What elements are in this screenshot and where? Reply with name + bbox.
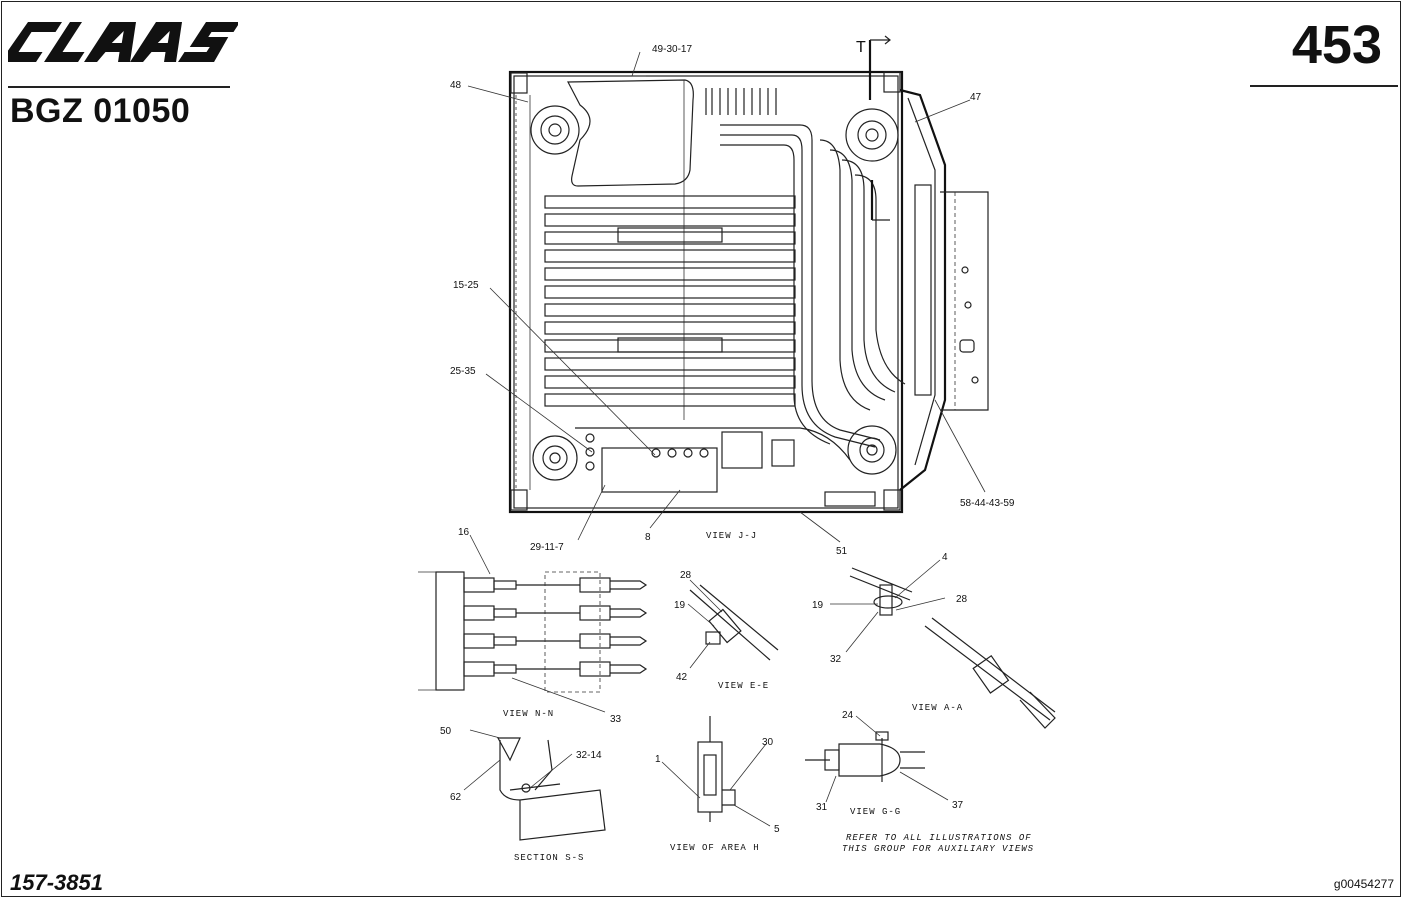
callout-47: 47 (970, 92, 982, 103)
callout-19-e: 19 (674, 600, 686, 611)
callout-33: 33 (610, 714, 622, 725)
header-rule-left (8, 86, 230, 88)
callout-5: 5 (774, 824, 780, 835)
header-rule-right (1250, 85, 1398, 87)
callout-t: T (856, 39, 866, 56)
callout-49-30-17: 49-30-17 (652, 44, 692, 55)
callout-30: 30 (762, 737, 774, 748)
callout-62: 62 (450, 792, 462, 803)
callout-32: 32 (830, 654, 842, 665)
callout-1: 1 (655, 754, 661, 765)
main-assembly-view (508, 35, 989, 514)
view-e-e (689, 584, 779, 661)
part-reference: 157-3851 (10, 870, 103, 895)
callout-28-a: 28 (956, 594, 968, 605)
caption-view-a-a: VIEW A-A (912, 703, 963, 713)
caption-section-s-s: SECTION S-S (514, 853, 584, 863)
callout-51: 51 (836, 546, 848, 557)
callout-29-11-7: 29-11-7 (530, 542, 564, 553)
page-number: 453 (1291, 15, 1382, 75)
callout-48: 48 (450, 80, 462, 91)
caption-view-g-g: VIEW G-G (850, 807, 901, 817)
callout-58-44-43-59: 58-44-43-59 (960, 498, 1015, 509)
callout-31: 31 (816, 802, 828, 813)
caption-view-e-e: VIEW E-E (718, 681, 769, 691)
note-line-1: REFER TO ALL ILLUSTRATIONS OF (846, 833, 1032, 843)
view-a-a (849, 567, 1056, 729)
callout-32-14: 32-14 (576, 750, 602, 761)
callout-15-25: 15-25 (453, 280, 479, 291)
caption-view-j-j: VIEW J-J (706, 531, 757, 541)
callout-16: 16 (458, 527, 470, 538)
group-code: BGZ 01050 (10, 92, 191, 130)
leader-lines (463, 51, 986, 827)
caption-view-area-h: VIEW OF AREA H (670, 843, 760, 853)
callout-28-e: 28 (680, 570, 692, 581)
callout-42: 42 (676, 672, 688, 683)
callout-50: 50 (440, 726, 452, 737)
view-area-h (697, 716, 736, 822)
image-id: g00454277 (1333, 877, 1394, 891)
view-n-n (418, 571, 648, 693)
callout-4: 4 (942, 552, 948, 563)
callout-24: 24 (842, 710, 854, 721)
note-line-2: THIS GROUP FOR AUXILIARY VIEWS (842, 844, 1034, 854)
callout-labels: 49-30-17 T 48 47 15-25 25-35 58-44-43-59… (440, 39, 1015, 835)
claas-logo (8, 22, 238, 62)
callout-19-a: 19 (812, 600, 824, 611)
callout-25-35: 25-35 (450, 366, 476, 377)
callout-8: 8 (645, 532, 651, 543)
view-g-g (805, 731, 925, 782)
view-captions: VIEW J-J VIEW N-N VIEW E-E VIEW A-A SECT… (503, 531, 1034, 863)
callout-37: 37 (952, 800, 964, 811)
caption-view-n-n: VIEW N-N (503, 709, 554, 719)
